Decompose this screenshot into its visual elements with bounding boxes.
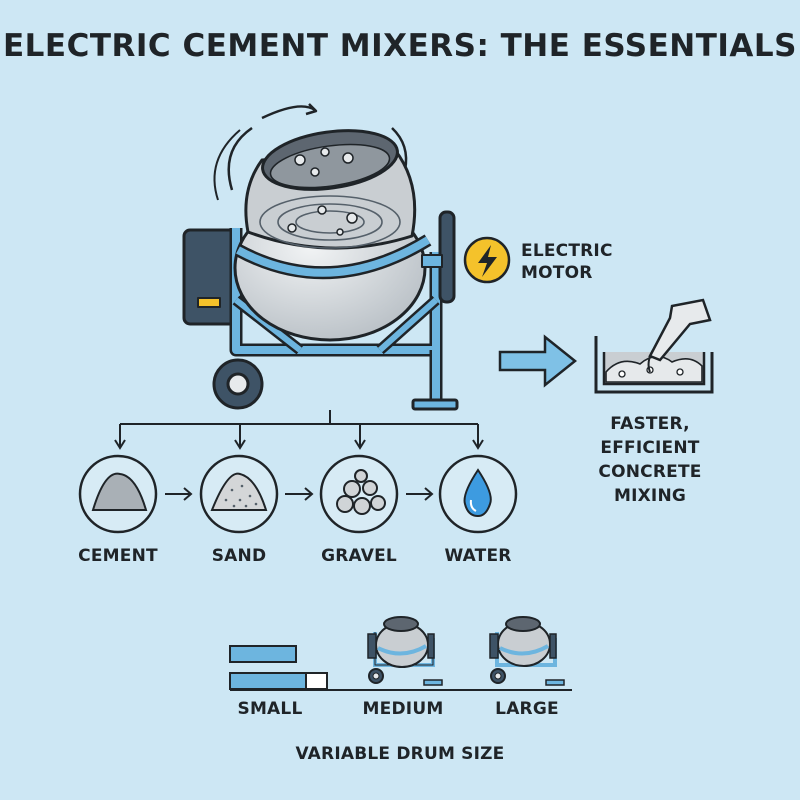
drum-size-large-label: LARGE <box>495 699 559 719</box>
drum-size-caption: VARIABLE DRUM SIZE <box>295 744 505 764</box>
ingredient-label-water: WATER <box>444 546 512 566</box>
concrete-trough-icon <box>594 298 714 394</box>
result-arrow-icon <box>498 334 578 388</box>
lightning-bolt-icon <box>463 236 511 284</box>
result-label-line1: FASTER, EFFICIENT <box>600 414 700 458</box>
ingredient-connector-lines <box>114 410 484 450</box>
water-drop-icon <box>438 454 518 534</box>
motor-label-line2: MOTOR <box>521 263 593 283</box>
gravel-icon <box>319 454 399 534</box>
ingredient-label-sand: SAND <box>211 546 267 566</box>
sand-pile-icon <box>199 454 279 534</box>
page-title: ELECTRIC CEMENT MIXERS: THE ESSENTIALS <box>3 28 797 64</box>
result-label: FASTER, EFFICIENT CONCRETE MIXING <box>560 412 740 508</box>
motor-label-line1: ELECTRIC <box>521 241 613 261</box>
drum-size-small-label: SMALL <box>237 699 303 719</box>
ingredient-label-cement: CEMENT <box>78 546 158 566</box>
motor-label: ELECTRIC MOTOR <box>521 240 613 284</box>
ingredient-label-gravel: GRAVEL <box>321 546 397 566</box>
cement-pile-icon <box>78 454 158 534</box>
medium-mixer-icon <box>367 616 443 686</box>
drum-size-medium-label: MEDIUM <box>362 699 444 719</box>
large-mixer-icon <box>489 616 565 686</box>
ingredient-flow-arrows <box>165 487 434 501</box>
small-drum-bars <box>229 645 328 690</box>
cement-mixer-illustration <box>182 103 459 411</box>
result-label-line2: CONCRETE MIXING <box>598 462 702 506</box>
